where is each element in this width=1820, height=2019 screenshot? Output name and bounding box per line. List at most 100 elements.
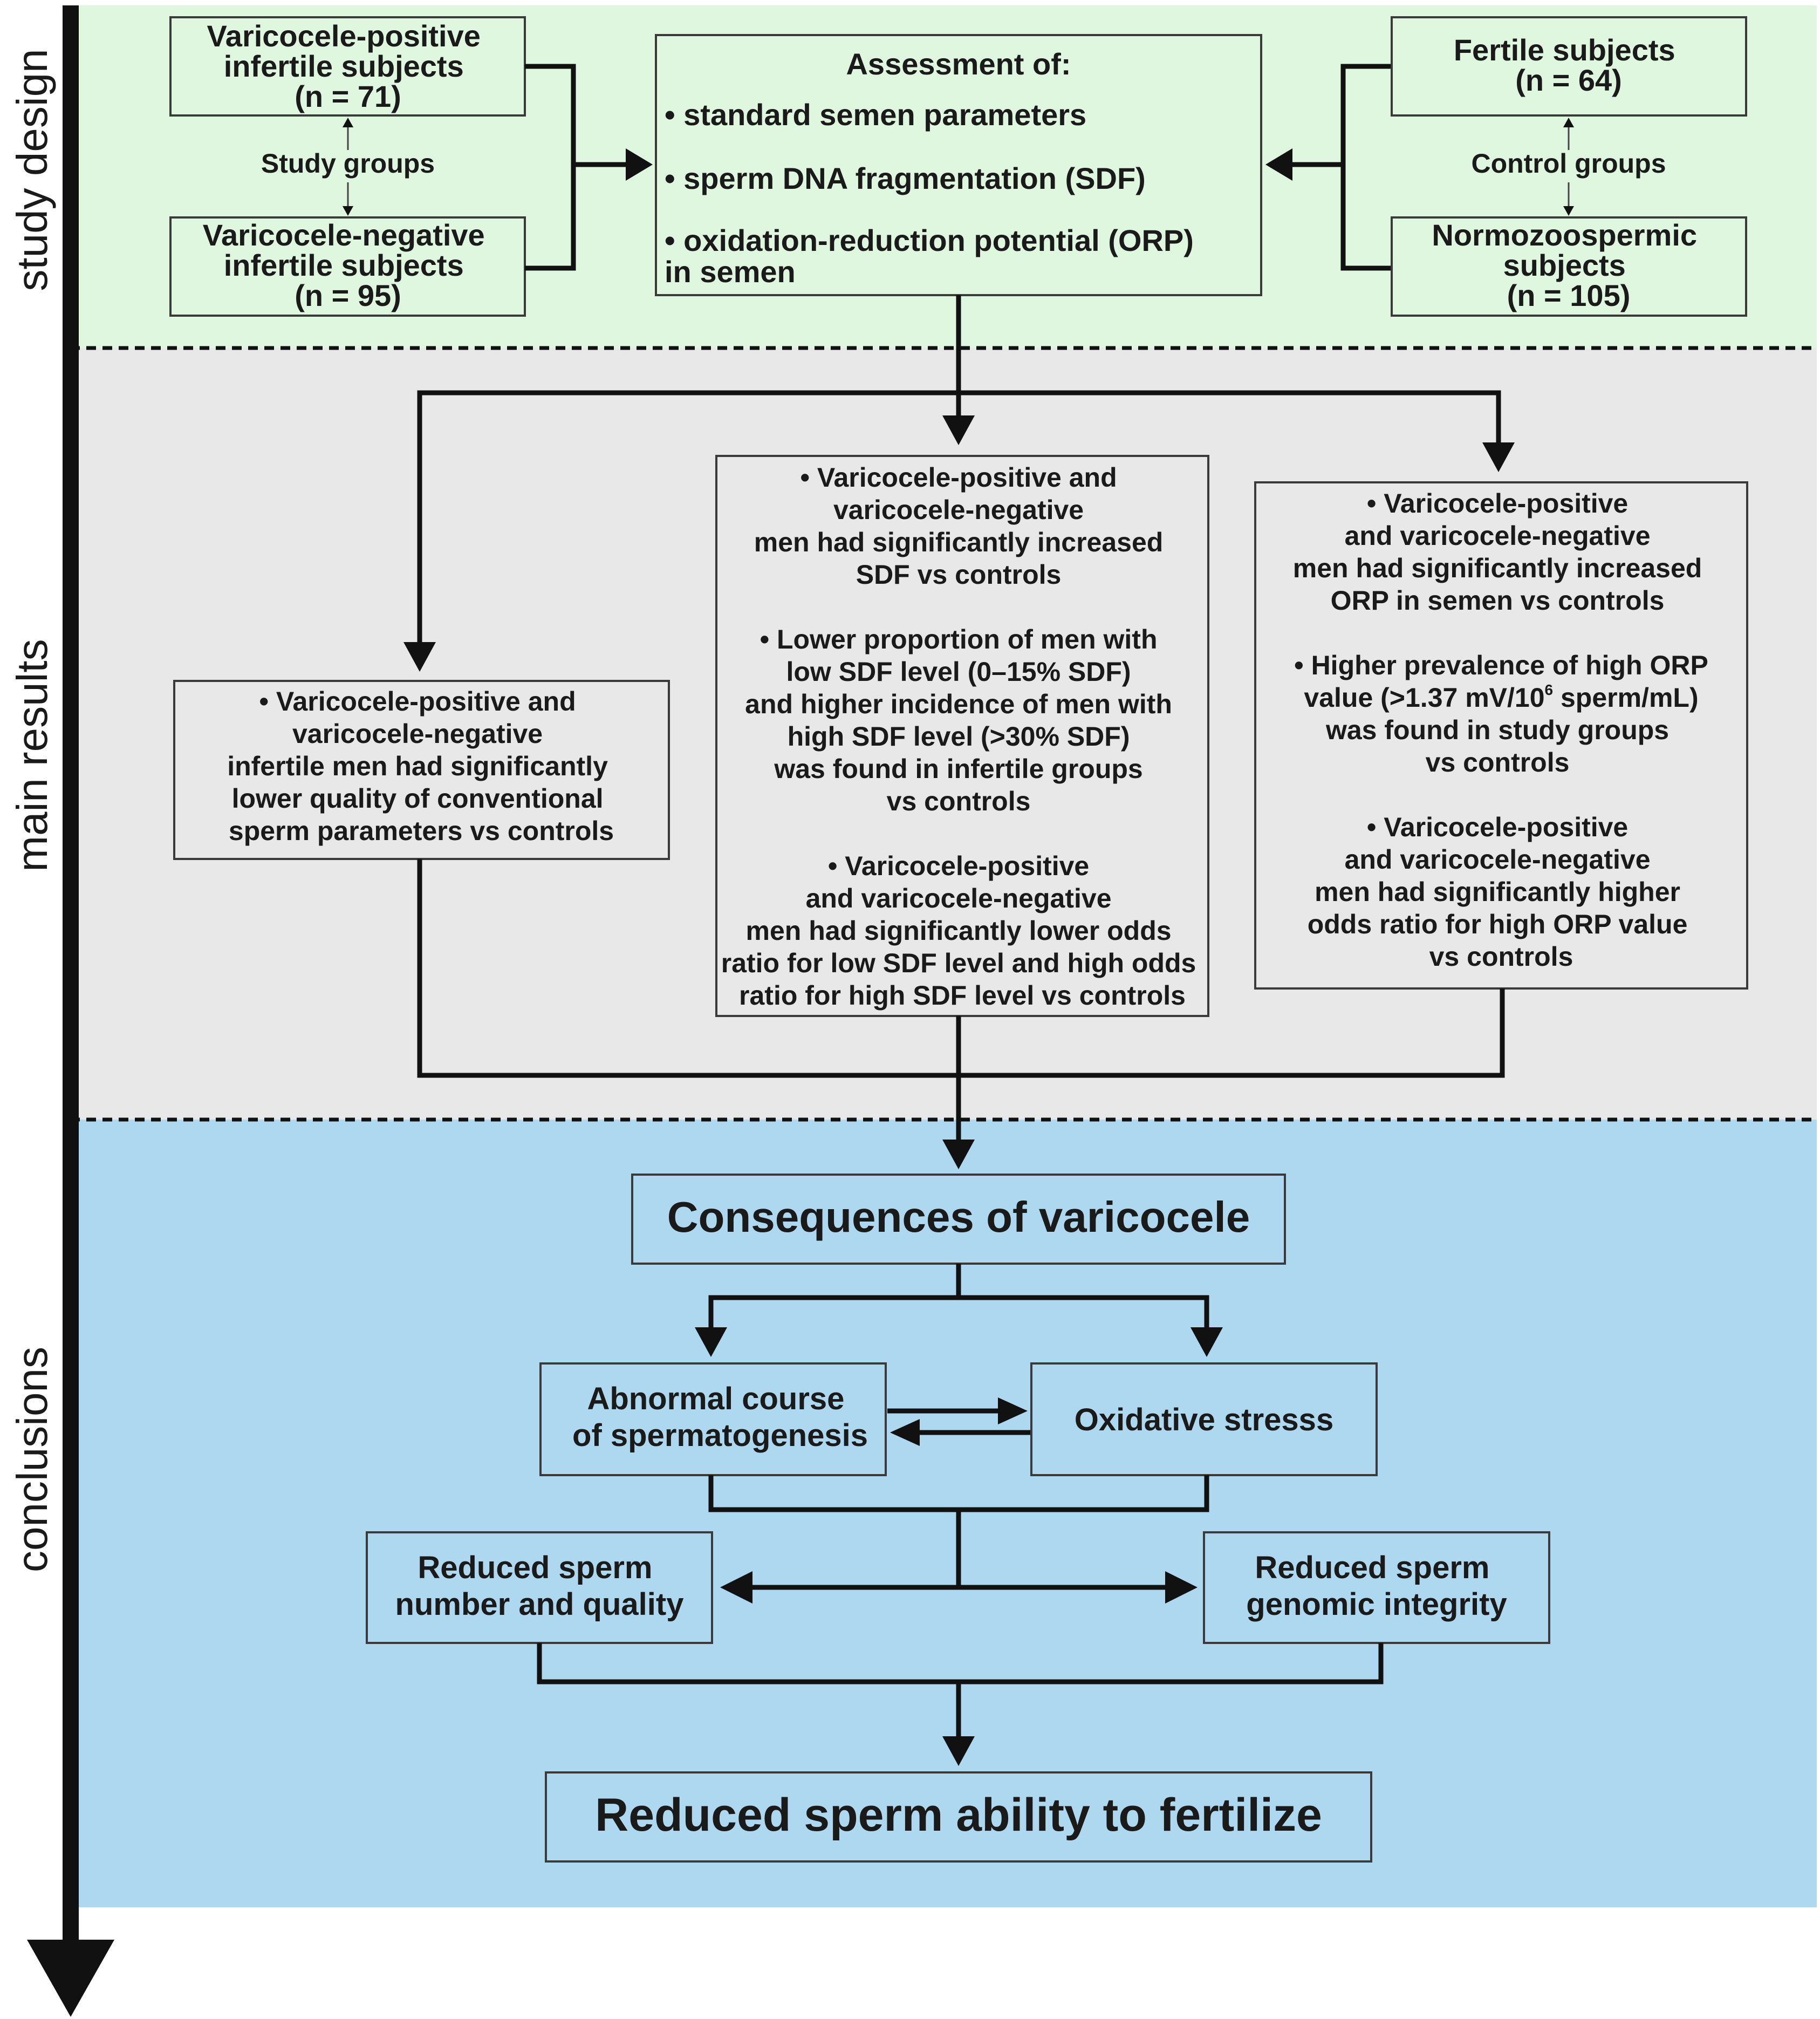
svg-text:Varicocele-negative infe: Varicocele-negative infertile subjects (… xyxy=(203,218,494,312)
consequences-title: Consequences of varicocele xyxy=(667,1193,1250,1241)
box-varicocele-positive-line: Varicocele-positive xyxy=(207,19,481,53)
result-middle-line: was found in infertile groups xyxy=(774,754,1142,784)
result-middle-line: men had significantly lower odds xyxy=(746,916,1172,946)
svg-text:Fertile subjects (n = 64: Fertile subjects (n = 64) xyxy=(1454,33,1684,97)
result-left-line: • Varicocele-positive and xyxy=(259,686,576,717)
svg-text:Varicocele-positive infe: Varicocele-positive infertile subjects (… xyxy=(207,19,489,113)
bidirectional-arrows xyxy=(887,1397,1030,1446)
result-middle-line: • Lower proportion of men with xyxy=(760,624,1158,654)
abnormal-spermatogenesis-line: of spermatogenesis xyxy=(572,1418,868,1453)
result-right-line: • Higher prevalence of high ORP xyxy=(1294,650,1708,680)
study-groups-connector: Study groups xyxy=(261,118,435,216)
merge-to-outcomes-arrows xyxy=(708,1475,1209,1604)
box-normozoospermic-line: (n = 105) xyxy=(1507,278,1631,312)
box-fertile-subjects-line: Fertile subjects xyxy=(1454,33,1675,67)
outcomes-to-final-arrow xyxy=(537,1643,1384,1766)
result-right-line: and varicocele-negative xyxy=(1345,521,1651,551)
box-varicocele-positive-line: (n = 71) xyxy=(295,79,401,113)
result-middle-line: SDF vs controls xyxy=(856,560,1062,590)
box-varicocele-negative-line: Varicocele-negative xyxy=(203,218,485,252)
result-right-line: vs controls xyxy=(1429,942,1573,972)
box-result-sdf: • Varicocele-positive and varicocele-neg… xyxy=(715,455,1209,1017)
section-label-study-design: study design xyxy=(8,49,56,291)
svg-text:Reduced sperm genomic in: Reduced sperm genomic integrity xyxy=(1246,1550,1507,1622)
box-abnormal-spermatogenesis: Abnormal course of spermatogenesis xyxy=(539,1362,887,1476)
control-groups-label: Control groups xyxy=(1471,148,1666,179)
result-middle-line: and varicocele-negative xyxy=(806,883,1112,913)
study-groups-label: Study groups xyxy=(261,148,435,179)
result-right-line: men had significantly increased xyxy=(1293,553,1702,583)
svg-text:value (>1.37 mV/106 sperm/mL): value (>1.37 mV/106 sperm/mL) xyxy=(1304,681,1698,713)
main-results-band xyxy=(65,348,1817,1120)
box-varicocele-negative-line: infertile subjects xyxy=(224,248,464,282)
reduced-genomic-integrity-line: Reduced sperm xyxy=(1255,1550,1489,1585)
result-left-line: varicocele-negative xyxy=(292,719,543,749)
result-right-line: value (>1.37 mV/10 xyxy=(1304,683,1544,713)
result-right-line: and varicocele-negative xyxy=(1345,844,1651,875)
study-groups-to-assessment-arrow xyxy=(525,64,653,271)
timeline-arrowhead xyxy=(27,1940,114,2017)
assessment-item: • oxidation-reduction potential (ORP) xyxy=(665,223,1194,257)
box-normozoospermic-subjects: Normozoospermic subjects (n = 105) xyxy=(1391,216,1747,317)
oxidative-stress-label: Oxidative stresss xyxy=(1075,1402,1333,1437)
svg-text:Normozoospermic subjects: Normozoospermic subjects (n = 105) xyxy=(1432,218,1705,312)
consequences-split-arrows xyxy=(695,1264,1223,1357)
result-right-line: men had significantly higher xyxy=(1315,877,1680,907)
svg-text:• Varicocele-positive an: • Varicocele-positive and varicocele-neg… xyxy=(1293,488,1709,680)
results-to-conclusions-arrows xyxy=(417,859,1505,1169)
result-left-line: infertile men had significantly xyxy=(227,751,608,781)
conclusions-band xyxy=(65,1120,1817,1907)
final-conclusion: Reduced sperm ability to fertilize xyxy=(595,1789,1322,1841)
result-right-line: odds ratio for high ORP value xyxy=(1308,909,1688,939)
box-varicocele-positive: Varicocele-positive infertile subjects (… xyxy=(169,16,526,117)
assessment-title: Assessment of: xyxy=(846,47,1071,81)
study-design-band xyxy=(65,5,1817,348)
result-middle-line: and higher incidence of men with xyxy=(745,689,1172,719)
orp-tail: sperm/mL) xyxy=(1553,683,1699,713)
result-left-line: lower quality of conventional xyxy=(232,783,604,814)
svg-text:Reduced sperm number and: Reduced sperm number and quality xyxy=(395,1550,684,1622)
box-oxidative-stress: Oxidative stresss xyxy=(1030,1362,1378,1476)
box-varicocele-negative-line: (n = 95) xyxy=(295,278,401,312)
box-reduced-genomic-integrity: Reduced sperm genomic integrity xyxy=(1203,1531,1550,1644)
result-right-line: • Varicocele-positive xyxy=(1367,812,1628,842)
box-result-orp: • Varicocele-positive and varicocele-neg… xyxy=(1254,481,1748,990)
result-middle-line: low SDF level (0–15% SDF) xyxy=(786,657,1131,687)
assessment-item: • standard semen parameters xyxy=(665,98,1086,132)
section-label-conclusions: conclusions xyxy=(8,1347,56,1572)
box-varicocele-positive-line: infertile subjects xyxy=(224,49,464,83)
result-middle-line: ratio for low SDF level and high odds xyxy=(721,948,1196,978)
reduced-number-quality-line: number and quality xyxy=(395,1587,684,1622)
box-reduced-number-quality: Reduced sperm number and quality xyxy=(366,1531,713,1644)
result-middle-line: ratio for high SDF level vs controls xyxy=(739,980,1186,1011)
orp-superscript: 6 xyxy=(1545,681,1554,698)
svg-text:Abnormal course of sperm: Abnormal course of spermatogenesis xyxy=(572,1381,868,1453)
svg-text:was found in study groups: was found in study groups vs controls • … xyxy=(1308,715,1695,972)
result-middle-line: high SDF level (>30% SDF) xyxy=(788,721,1130,752)
assessment-item: • sperm DNA fragmentation (SDF) xyxy=(665,161,1146,195)
box-reduced-ability-to-fertilize: Reduced sperm ability to fertilize xyxy=(545,1771,1372,1863)
timeline-axis xyxy=(63,5,79,1945)
box-varicocele-negative: Varicocele-negative infertile subjects (… xyxy=(169,216,526,317)
result-middle-line: vs controls xyxy=(887,786,1031,816)
result-middle-line: varicocele-negative xyxy=(833,495,1084,525)
box-normozoospermic-line: Normozoospermic xyxy=(1432,218,1697,252)
assessment-item-tail: in semen xyxy=(665,255,796,289)
result-left-line: sperm parameters vs controls xyxy=(229,816,614,846)
result-right-line: • Varicocele-positive xyxy=(1367,488,1628,519)
reduced-number-quality-line: Reduced sperm xyxy=(418,1550,652,1585)
reduced-genomic-integrity-line: genomic integrity xyxy=(1246,1587,1507,1622)
result-right-line: was found in study groups xyxy=(1325,715,1669,745)
result-right-line: vs controls xyxy=(1426,747,1570,777)
result-middle-line: • Varicocele-positive and xyxy=(800,462,1117,493)
assessment-to-results-arrows xyxy=(403,295,1515,672)
box-normozoospermic-line: subjects xyxy=(1503,248,1626,282)
box-fertile-subjects: Fertile subjects (n = 64) xyxy=(1391,16,1747,117)
control-groups-connector: Control groups xyxy=(1471,118,1666,216)
result-right-line: ORP in semen vs controls xyxy=(1331,585,1665,616)
section-label-main-results: main results xyxy=(8,639,56,871)
result-middle-line: men had significantly increased xyxy=(754,527,1164,557)
box-fertile-subjects-line: (n = 64) xyxy=(1515,63,1622,97)
abnormal-spermatogenesis-line: Abnormal course xyxy=(587,1381,844,1416)
